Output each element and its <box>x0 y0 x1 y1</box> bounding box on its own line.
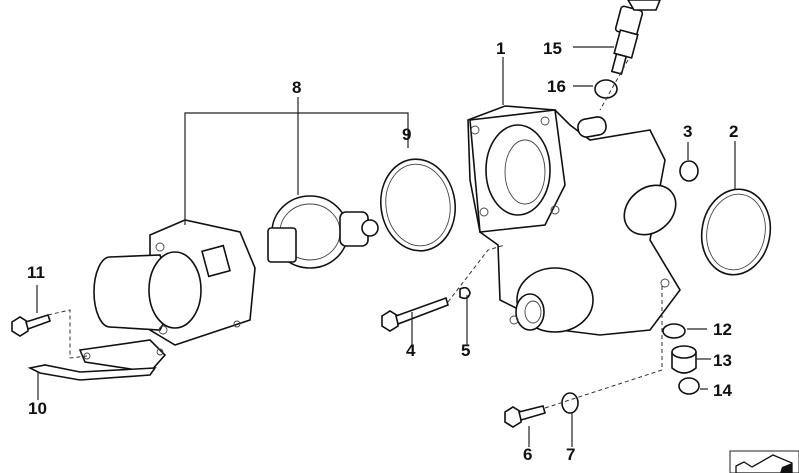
callout-2: 2 <box>729 122 738 141</box>
callout-8: 8 <box>292 78 301 97</box>
leader-lines <box>36 46 736 447</box>
ring-part-14 <box>678 377 700 395</box>
callout-13: 13 <box>713 351 732 370</box>
thermostat-housing <box>93 219 256 346</box>
callout-7: 7 <box>566 445 575 464</box>
callout-14: 14 <box>713 381 732 400</box>
callout-11: 11 <box>27 263 45 282</box>
callout-4: 4 <box>406 341 416 360</box>
callout-16: 16 <box>547 77 566 96</box>
washer-part-7 <box>561 392 579 414</box>
callout-5: 5 <box>461 341 470 360</box>
gasket-part-9 <box>380 158 456 252</box>
callout-10: 10 <box>28 399 47 418</box>
bolt-part-6 <box>504 405 546 428</box>
callout-9: 9 <box>402 125 411 144</box>
seal-ring-part-16 <box>594 79 618 99</box>
clip-part-5 <box>459 286 471 300</box>
ring-part-2 <box>700 188 772 276</box>
callout-6: 6 <box>523 445 532 464</box>
bolt-part-4 <box>381 296 449 332</box>
callout-3: 3 <box>683 122 692 141</box>
sensor-part-15 <box>610 0 661 75</box>
ring-part-12 <box>662 323 686 339</box>
bolt-part-11 <box>11 313 52 337</box>
ring-part-3 <box>679 160 699 182</box>
plug-part-13 <box>671 345 697 374</box>
callout-12: 12 <box>713 320 732 339</box>
callout-15: 15 <box>543 39 562 58</box>
callout-1: 1 <box>496 39 505 58</box>
water-pump-housing-part-1 <box>467 105 681 336</box>
next-page-arrow-icon[interactable] <box>729 450 799 473</box>
thermostat-part-8 <box>267 195 379 269</box>
bracket-part-10 <box>27 339 167 381</box>
